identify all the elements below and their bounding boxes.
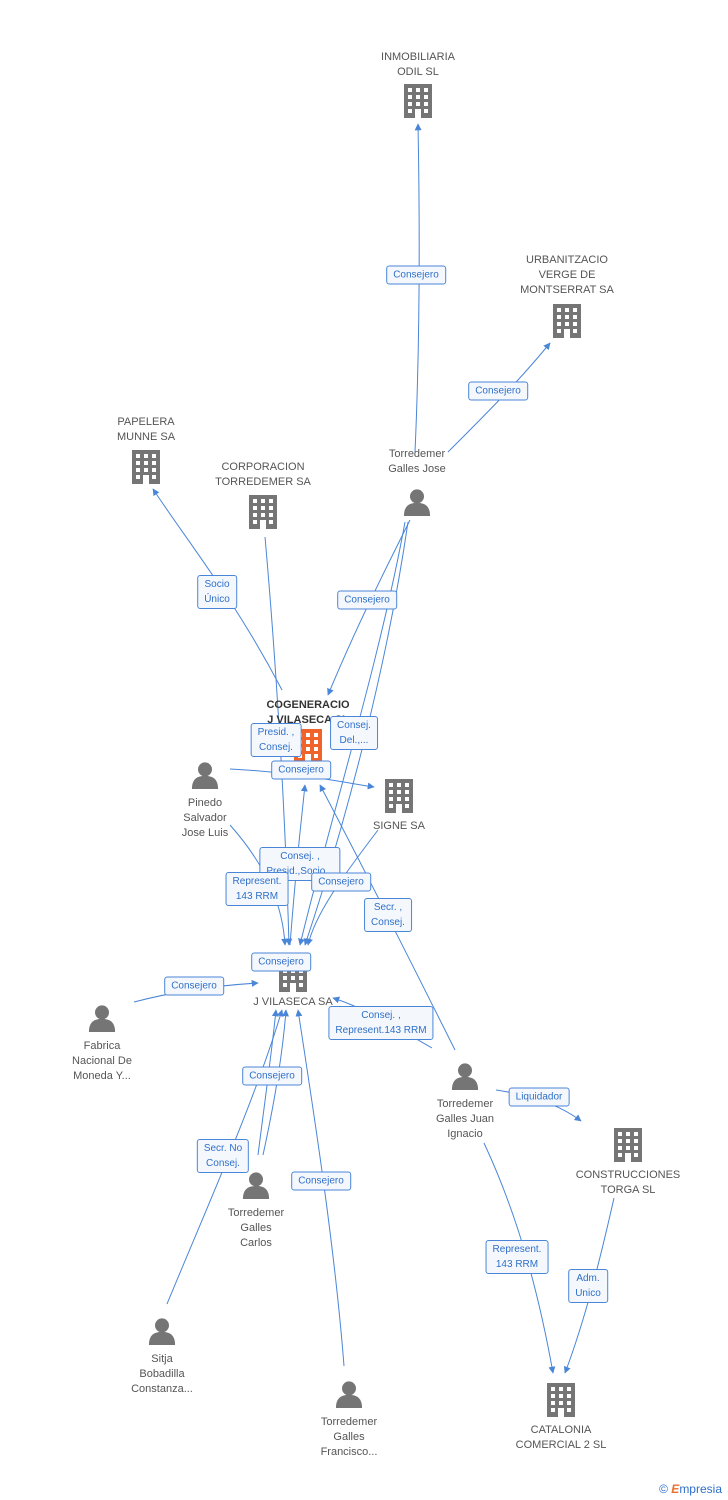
node-label: INMOBILIARIA xyxy=(381,51,456,63)
edge-line xyxy=(306,829,379,946)
edge-label[interactable]: Consej. Del.,... xyxy=(330,716,378,750)
node-label: Galles Juan xyxy=(436,1113,494,1125)
node-inmob[interactable]: INMOBILIARIA ODIL SL xyxy=(381,51,456,118)
node-label: CONSTRUCCIONES xyxy=(576,1169,681,1181)
node-tgfran[interactable]: TorredemerGallesFrancisco... xyxy=(321,1381,378,1458)
node-label: TORREDEMER SA xyxy=(215,476,311,488)
node-label: COGENERACIO xyxy=(266,699,350,711)
edge-label[interactable]: Consejero xyxy=(164,976,224,996)
building-icon xyxy=(385,779,413,813)
edge-label[interactable]: Secr. , Consej. xyxy=(364,898,412,932)
node-label: Fabrica xyxy=(84,1040,122,1052)
edge-label[interactable]: Consej. , Represent.143 RRM xyxy=(328,1006,434,1040)
empresia-logo[interactable]: © Empresia xyxy=(659,1482,722,1496)
edge-label[interactable]: Consejero xyxy=(251,952,311,972)
node-catal[interactable]: CATALONIA COMERCIAL 2 SL xyxy=(516,1383,607,1451)
node-label: Bobadilla xyxy=(139,1368,185,1380)
node-label: Galles xyxy=(240,1222,272,1234)
brand-name: mpresia xyxy=(679,1482,722,1496)
node-label: SIGNE SA xyxy=(373,820,426,832)
node-label: COMERCIAL 2 SL xyxy=(516,1439,607,1451)
node-label: Torredemer xyxy=(321,1416,378,1428)
node-label: VERGE DE xyxy=(539,269,596,281)
node-label: Ignacio xyxy=(447,1128,482,1140)
node-label: MONTSERRAT SA xyxy=(520,284,614,296)
node-label: Pinedo xyxy=(188,797,222,809)
edge-label[interactable]: Consejero xyxy=(386,265,446,285)
edge-label[interactable]: Consejero xyxy=(242,1066,302,1086)
edge-label[interactable]: Represent. 143 RRM xyxy=(225,872,289,906)
node-label: ODIL SL xyxy=(397,66,439,78)
node-label: Moneda Y... xyxy=(73,1070,131,1082)
node-label: Nacional De xyxy=(72,1055,132,1067)
edge-label[interactable]: Presid. , Consej. xyxy=(250,723,302,757)
node-label: Galles xyxy=(333,1431,365,1443)
edge-line xyxy=(414,123,422,453)
node-constr[interactable]: CONSTRUCCIONES TORGA SL xyxy=(576,1128,681,1196)
edge-label[interactable]: Consejero xyxy=(337,590,397,610)
node-label: Francisco... xyxy=(321,1446,378,1458)
node-label: MUNNE SA xyxy=(117,431,176,443)
edge-label[interactable]: Consejero xyxy=(291,1171,351,1191)
node-label: CORPORACION xyxy=(221,461,304,473)
person-icon xyxy=(242,1172,270,1199)
node-label: Galles Jose xyxy=(388,463,445,475)
node-label: CATALONIA xyxy=(531,1424,592,1436)
person-icon xyxy=(335,1381,363,1408)
node-label: URBANITZACIO xyxy=(526,254,608,266)
person-icon xyxy=(148,1318,176,1345)
edge-label[interactable]: Represent. 143 RRM xyxy=(485,1240,549,1274)
node-label: TORGA SL xyxy=(601,1184,656,1196)
node-label: Sitja xyxy=(151,1353,173,1365)
person-icon xyxy=(88,1005,116,1032)
node-label: J VILASECA SA xyxy=(253,996,333,1008)
edge-label[interactable]: Consejero xyxy=(271,760,331,780)
node-label: Constanza... xyxy=(131,1383,193,1395)
nodes-layer: INMOBILIARIA ODIL SL URBANITZACIO VERGE DE M… xyxy=(72,51,680,1458)
node-label: Torredemer xyxy=(437,1098,494,1110)
building-icon xyxy=(249,495,277,529)
brand-initial: E xyxy=(671,1482,680,1496)
building-icon xyxy=(547,1383,575,1417)
node-label: Salvador xyxy=(183,812,227,824)
edge-label[interactable]: Consejero xyxy=(468,381,528,401)
copyright-symbol: © xyxy=(659,1482,668,1496)
node-sitja[interactable]: SitjaBobadillaConstanza... xyxy=(131,1318,193,1395)
edge-label[interactable]: Consejero xyxy=(311,872,371,892)
building-icon xyxy=(614,1128,642,1162)
edge-line xyxy=(303,521,409,946)
building-icon xyxy=(404,84,432,118)
node-label: Torredemer xyxy=(228,1207,285,1219)
edge-label[interactable]: Adm. Unico xyxy=(568,1269,608,1303)
edge-label[interactable]: Secr. No Consej. xyxy=(196,1139,250,1173)
person-icon xyxy=(451,1063,479,1090)
edge-label[interactable]: Socio Único xyxy=(197,575,237,609)
node-label: Jose Luis xyxy=(182,827,229,839)
node-label: Carlos xyxy=(240,1237,272,1249)
node-jvil[interactable]: J VILASECA SA xyxy=(253,958,333,1008)
building-icon xyxy=(132,450,160,484)
node-label: PAPELERA xyxy=(117,416,175,428)
node-corp[interactable]: CORPORACION TORREDEMER SA xyxy=(215,461,312,529)
node-signe[interactable]: SIGNE SA xyxy=(373,779,426,832)
node-papel[interactable]: PAPELERA MUNNE SA xyxy=(117,416,176,484)
person-icon xyxy=(403,489,431,516)
edge-label[interactable]: Liquidador xyxy=(508,1087,570,1107)
building-icon xyxy=(553,304,581,338)
person-icon xyxy=(191,762,219,789)
node-urban[interactable]: URBANITZACIO VERGE DE MONTSERRAT SA xyxy=(520,254,615,338)
node-label: Torredemer xyxy=(389,448,446,460)
